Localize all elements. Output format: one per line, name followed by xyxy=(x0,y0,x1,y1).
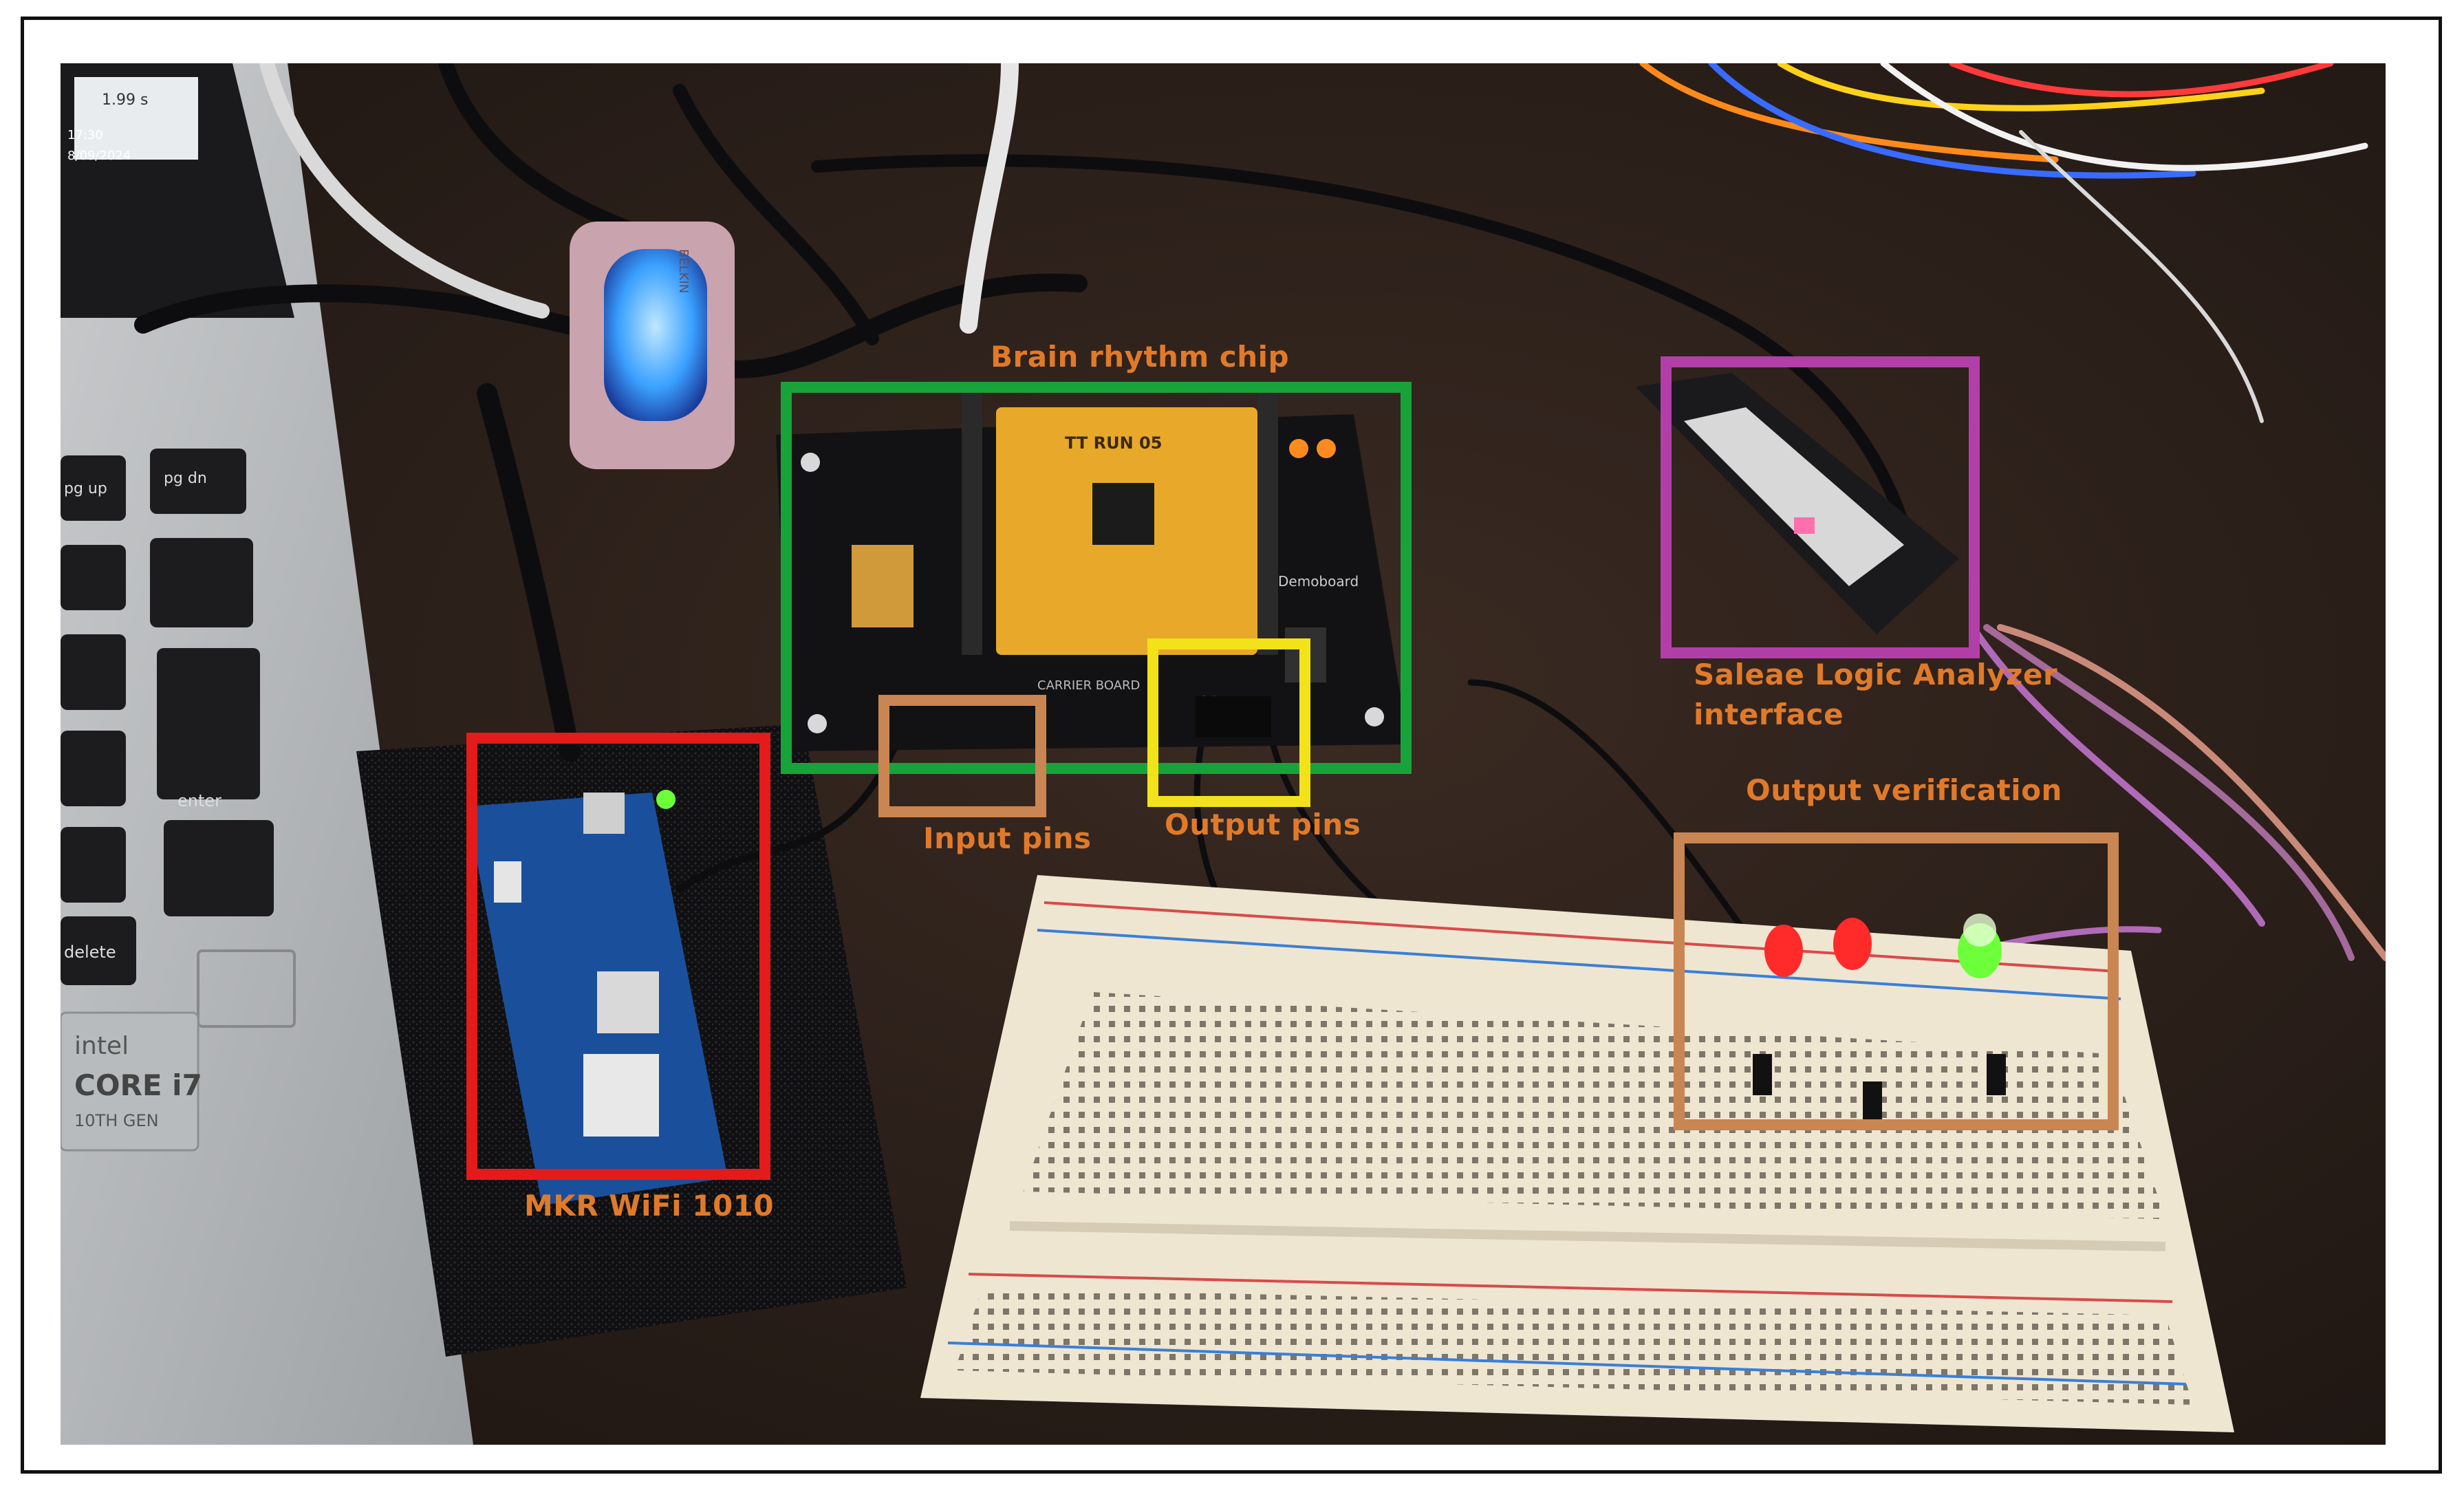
breadboard xyxy=(920,875,2234,1432)
laptop-date: 8/09/2024 xyxy=(67,149,131,163)
logic-analyzer-box xyxy=(1661,356,1980,658)
laptop-screen-value: 1.99 s xyxy=(102,91,148,109)
input-pins-label: Input pins xyxy=(923,821,1092,855)
key-pg-dn-label: pg dn xyxy=(164,470,207,487)
carrier-board-label: CARRIER BOARD xyxy=(1037,678,1140,693)
demoboard-label: Demoboard xyxy=(1278,573,1359,590)
hub-brand: BELKIN xyxy=(676,249,691,293)
leds xyxy=(1753,914,2006,1123)
brain-chip-box xyxy=(781,382,1412,774)
demoboard: TT RUN 05 CARRIER BOARD OSHW Demoboard xyxy=(776,394,1409,751)
logic-analyzer xyxy=(1636,373,1959,634)
logic-analyzer-label-line2: interface xyxy=(1694,698,1844,731)
tt-run-label: TT RUN 05 xyxy=(1065,433,1162,453)
output-pins-label: Output pins xyxy=(1165,808,1361,841)
lab-setup-photo: 1.99 s 17:30 8/09/2024 pg dn pg up enter… xyxy=(61,63,2386,1445)
mkr-board xyxy=(466,790,728,1205)
key-pg-up-label: pg up xyxy=(64,480,107,497)
key-delete-label: delete xyxy=(64,943,116,962)
output-verification-label: Output verification xyxy=(1746,773,2062,807)
output-pins-box xyxy=(1147,638,1310,807)
intel-sticker: intel CORE i7 10TH GEN xyxy=(61,1011,202,1152)
input-pins-box xyxy=(878,695,1046,817)
usb-hub: BELKIN xyxy=(570,222,735,469)
logic-analyzer-label-line1: Saleae Logic Analyzer xyxy=(1694,658,2058,691)
mkr-box xyxy=(466,733,770,1180)
laptop-time: 17:30 xyxy=(67,128,103,142)
laptop-keyboard: pg dn pg up enter delete xyxy=(61,449,296,1028)
svg-text:intel: intel xyxy=(74,1032,129,1060)
brain-chip-label: Brain rhythm chip xyxy=(991,340,1290,374)
svg-text:CORE i7: CORE i7 xyxy=(74,1068,202,1102)
output-verification-box xyxy=(1674,832,2119,1130)
laptop: 1.99 s 17:30 8/09/2024 pg dn pg up enter… xyxy=(61,63,473,1445)
key-enter-label: enter xyxy=(177,791,221,810)
mkr-wifi-label: MKR WiFi 1010 xyxy=(524,1189,775,1223)
svg-text:10TH GEN: 10TH GEN xyxy=(74,1111,159,1130)
